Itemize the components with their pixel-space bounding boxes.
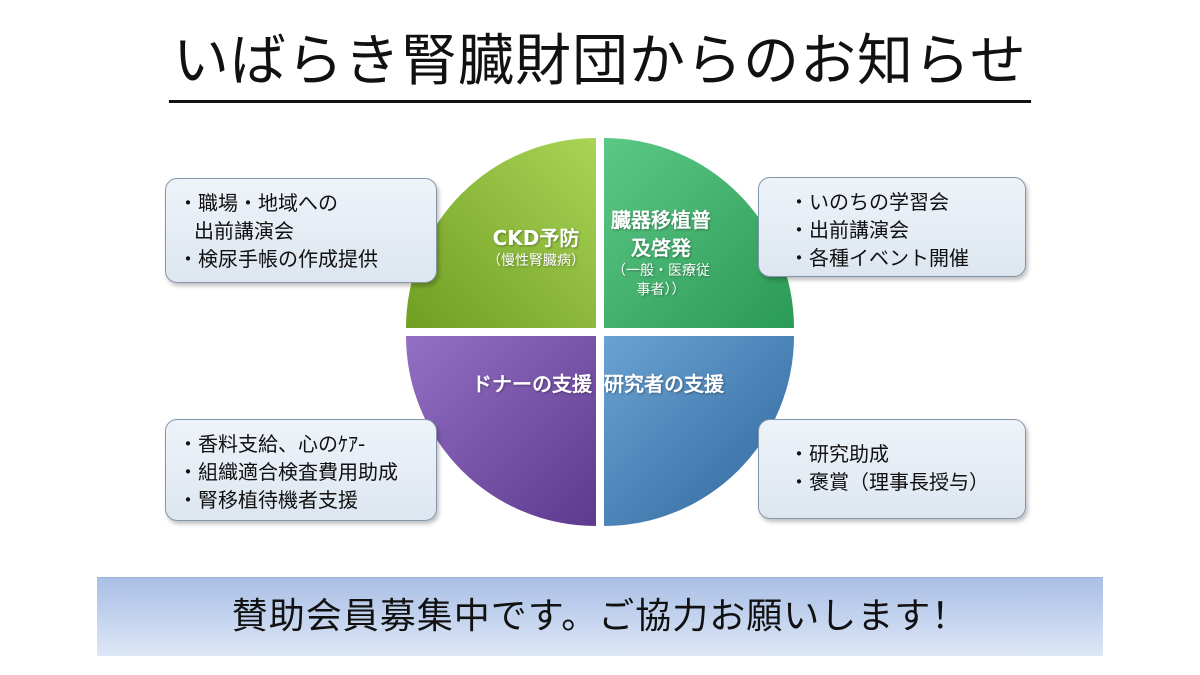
quadrant-ckd-label: CKD予防 （慢性腎臓病） xyxy=(476,224,596,271)
quadrant-transplant-subtitle: （一般・医療従事者）） xyxy=(612,263,710,298)
quadrant-donor-label: ドナーの支援 xyxy=(472,370,592,398)
quadrant-ckd xyxy=(406,138,596,328)
list-item: ・研究助成 xyxy=(789,442,889,466)
list-item: ・各種イベント開催 xyxy=(789,246,969,270)
ckd-detail-box: ・職場・地域への 出前講演会 ・検尿手帳の作成提供 xyxy=(165,178,437,283)
list-item: ・いのちの学習会 xyxy=(789,190,949,214)
quadrant-transplant-label: 臓器移植普及啓発 （一般・医療従事者）） xyxy=(606,206,716,300)
list-item: ・腎移植待機者支援 xyxy=(178,488,358,512)
quadrant-circle xyxy=(406,138,794,526)
transplant-detail-box: ・いのちの学習会 ・出前講演会 ・各種イベント開催 xyxy=(758,177,1026,277)
list-item: ・検尿手帳の作成提供 xyxy=(178,247,378,271)
quadrant-ckd-title: CKD予防 xyxy=(492,226,580,250)
membership-banner: 賛助会員募集中です。ご協力お願いします！ xyxy=(97,577,1103,656)
quadrant-donor-title: ドナーの支援 xyxy=(472,372,592,396)
donor-detail-box: ・香料支給、心のｹｱ- ・組織適合検査費用助成 ・腎移植待機者支援 xyxy=(165,419,437,521)
list-item: ・組織適合検査費用助成 xyxy=(178,460,398,484)
quadrant-ckd-subtitle: （慢性腎臓病） xyxy=(487,253,585,269)
quadrant-transplant-title: 臓器移植普及啓発 xyxy=(611,208,711,260)
quadrant-research-label: 研究者の支援 xyxy=(604,370,724,398)
quadrant-research xyxy=(604,336,794,526)
quadrant-research-title: 研究者の支援 xyxy=(604,372,724,396)
list-item: 出前講演会 xyxy=(194,219,294,243)
research-detail-box: ・研究助成 ・褒賞（理事長授与） xyxy=(758,419,1026,519)
quadrant-donor xyxy=(406,336,596,526)
quadrant-transplant xyxy=(604,138,794,328)
page-title: いばらき腎臓財団からのお知らせ xyxy=(0,26,1200,103)
list-item: ・出前講演会 xyxy=(789,218,909,242)
list-item: ・職場・地域への xyxy=(178,191,338,215)
list-item: ・香料支給、心のｹｱ- xyxy=(178,432,366,456)
list-item: ・褒賞（理事長授与） xyxy=(789,470,989,494)
